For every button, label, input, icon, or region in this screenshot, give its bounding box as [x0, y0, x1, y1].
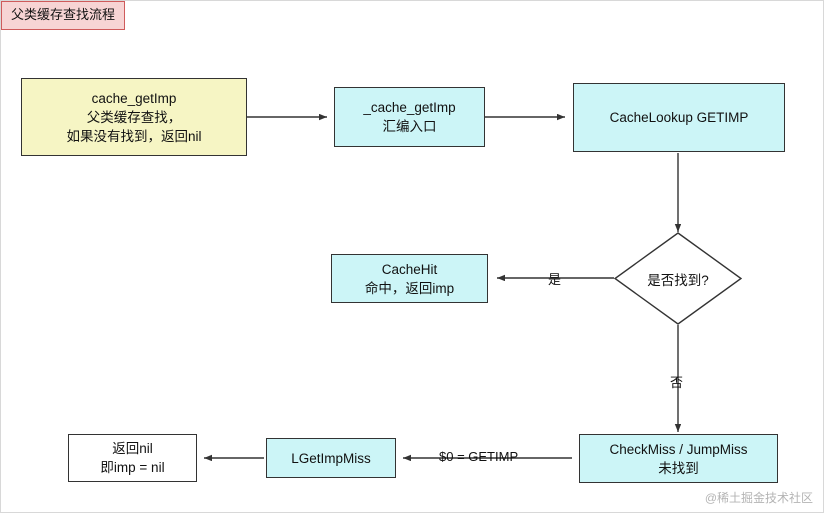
edge-label-getimp: $0 = GETIMP — [439, 449, 519, 464]
node-cache-getimp-line1: cache_getImp — [91, 90, 177, 106]
node-return-nil[interactable]: 返回nil 即imp = nil — [68, 434, 197, 482]
node-cache-getimp[interactable]: cache_getImp 父类缓存查找， 如果没有找到，返回nil — [21, 78, 247, 156]
node-return-nil-line1: 返回nil — [112, 441, 153, 456]
node-cachehit[interactable]: CacheHit 命中，返回imp — [331, 254, 488, 303]
node-return-nil-line2: 即imp = nil — [100, 460, 165, 475]
node-cache-getimp-asm-line2: 汇编入口 — [382, 119, 437, 134]
node-lgetimpmiss[interactable]: LGetImpMiss — [266, 438, 396, 478]
node-cache-getimp-line3: 如果没有找到，返回nil — [66, 128, 202, 144]
node-cache-getimp-asm[interactable]: _cache_getImp 汇编入口 — [334, 87, 485, 147]
node-cache-getimp-asm-line1: _cache_getImp — [363, 100, 456, 115]
node-decision-found-label: 是否找到? — [647, 272, 709, 288]
diagram-title-tag: 父类缓存查找流程 — [1, 1, 126, 30]
node-cachelookup[interactable]: CacheLookup GETIMP — [573, 83, 785, 152]
edge-label-no: 否 — [670, 375, 684, 390]
node-decision-found[interactable]: 是否找到? — [614, 232, 742, 325]
node-lgetimpmiss-line1: LGetImpMiss — [291, 450, 371, 466]
node-cachehit-line1: CacheHit — [381, 261, 438, 277]
node-checkmiss[interactable]: CheckMiss / JumpMiss 未找到 — [579, 434, 778, 483]
node-cache-getimp-line2: 父类缓存查找， — [86, 109, 182, 125]
node-checkmiss-line2: 未找到 — [658, 460, 699, 476]
node-cachehit-line2: 命中，返回imp — [364, 280, 455, 296]
watermark: @稀土掘金技术社区 — [704, 491, 813, 505]
node-checkmiss-line1: CheckMiss / JumpMiss — [609, 441, 748, 457]
node-cachelookup-line1: CacheLookup GETIMP — [609, 110, 749, 125]
edge-label-yes: 是 — [548, 272, 562, 287]
